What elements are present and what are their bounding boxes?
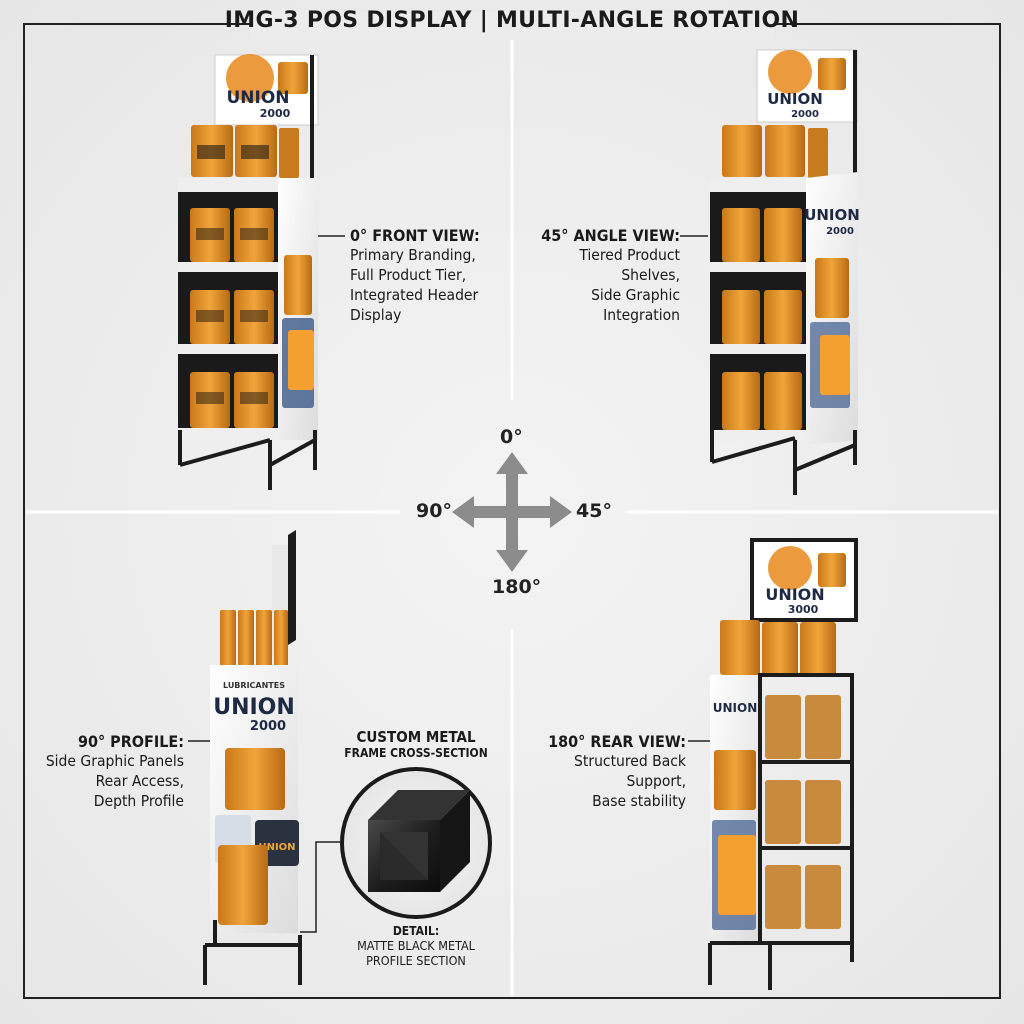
- profile-view-line: Depth Profile: [93, 792, 184, 810]
- rotation-label-left: 90°: [416, 500, 452, 522]
- profile-view-caption: 90° PROFILE: Side Graphic Panels Rear Ac…: [26, 732, 184, 811]
- display-angle-view: UNION 2000 UNION 2000: [680, 49, 860, 495]
- rear-view-line: Base stability: [592, 792, 686, 810]
- rear-view-line: Structured Back: [574, 752, 686, 770]
- front-view-line: Integrated Header: [350, 286, 479, 304]
- rotation-label-right: 45°: [576, 500, 612, 522]
- front-view-line: Display: [350, 306, 402, 324]
- angle-view-line: Side Graphic: [591, 286, 680, 304]
- svg-text:2000: 2000: [250, 719, 286, 734]
- front-view-heading: 0° FRONT VIEW:: [350, 226, 480, 245]
- svg-text:LUBRICANTES: LUBRICANTES: [223, 681, 285, 690]
- rear-view-line: Support,: [626, 772, 686, 790]
- rear-view-heading: 180° REAR VIEW:: [548, 732, 686, 751]
- angle-view-caption: 45° ANGLE VIEW: Tiered Product Shelves, …: [520, 226, 680, 325]
- svg-text:3000: 3000: [788, 603, 819, 616]
- front-view-caption: 0° FRONT VIEW: Primary Branding, Full Pr…: [350, 226, 510, 325]
- cross-section-detail-label: DETAIL:: [392, 924, 440, 938]
- frame: [23, 12, 1001, 999]
- angle-view-line: Tiered Product: [579, 246, 680, 264]
- svg-text:2000: 2000: [791, 109, 819, 120]
- rotation-arrows: [452, 452, 572, 572]
- rear-view-caption: 180° REAR VIEW: Structured Back Support,…: [530, 732, 686, 811]
- arrow-down-icon: [496, 550, 528, 572]
- display-profile-view: LUBRICANTES UNION 2000 UNION: [188, 530, 302, 985]
- angle-view-line: Shelves,: [621, 266, 680, 284]
- svg-text:2000: 2000: [260, 107, 291, 120]
- svg-text:2000: 2000: [826, 226, 854, 237]
- svg-text:UNION: UNION: [713, 701, 758, 715]
- display-front-view: UNION 2000: [178, 54, 345, 490]
- angle-view-heading: 45° ANGLE VIEW:: [541, 226, 680, 245]
- page-title: IMG-3 POS DISPLAY | MULTI-ANGLE ROTATION: [224, 8, 800, 33]
- cross-section-detail-line: PROFILE SECTION: [366, 953, 466, 968]
- rotation-label-down: 180°: [492, 576, 542, 598]
- svg-text:UNION: UNION: [765, 585, 824, 604]
- svg-text:UNION: UNION: [804, 206, 860, 224]
- cross-section-caption: DETAIL: MATTE BLACK METAL PROFILE SECTIO…: [330, 924, 502, 968]
- arrow-up-icon: [496, 452, 528, 474]
- profile-view-heading: 90° PROFILE:: [77, 732, 184, 751]
- profile-view-line: Rear Access,: [95, 772, 184, 790]
- arrow-left-icon: [452, 496, 474, 528]
- profile-view-line: Side Graphic Panels: [45, 752, 184, 770]
- display-rear-view: UNION 3000 UNION: [688, 538, 858, 990]
- front-view-line: Primary Branding,: [350, 246, 476, 264]
- cross-section-subheading: FRAME CROSS-SECTION: [344, 746, 488, 760]
- arrow-right-icon: [550, 496, 572, 528]
- rotation-label-up: 0°: [500, 426, 523, 448]
- cross-section-detail-line: MATTE BLACK METAL: [357, 938, 475, 953]
- frame-cross-section-detail: [300, 767, 492, 933]
- front-view-line: Full Product Tier,: [350, 266, 467, 284]
- angle-view-line: Integration: [603, 306, 680, 324]
- cross-section-title: CUSTOM METAL FRAME CROSS-SECTION: [330, 728, 502, 760]
- cross-section-heading: CUSTOM METAL: [356, 728, 476, 746]
- svg-text:UNION: UNION: [767, 90, 823, 108]
- svg-text:UNION: UNION: [226, 88, 289, 108]
- svg-text:UNION: UNION: [213, 695, 295, 720]
- svg-text:UNION: UNION: [258, 842, 295, 853]
